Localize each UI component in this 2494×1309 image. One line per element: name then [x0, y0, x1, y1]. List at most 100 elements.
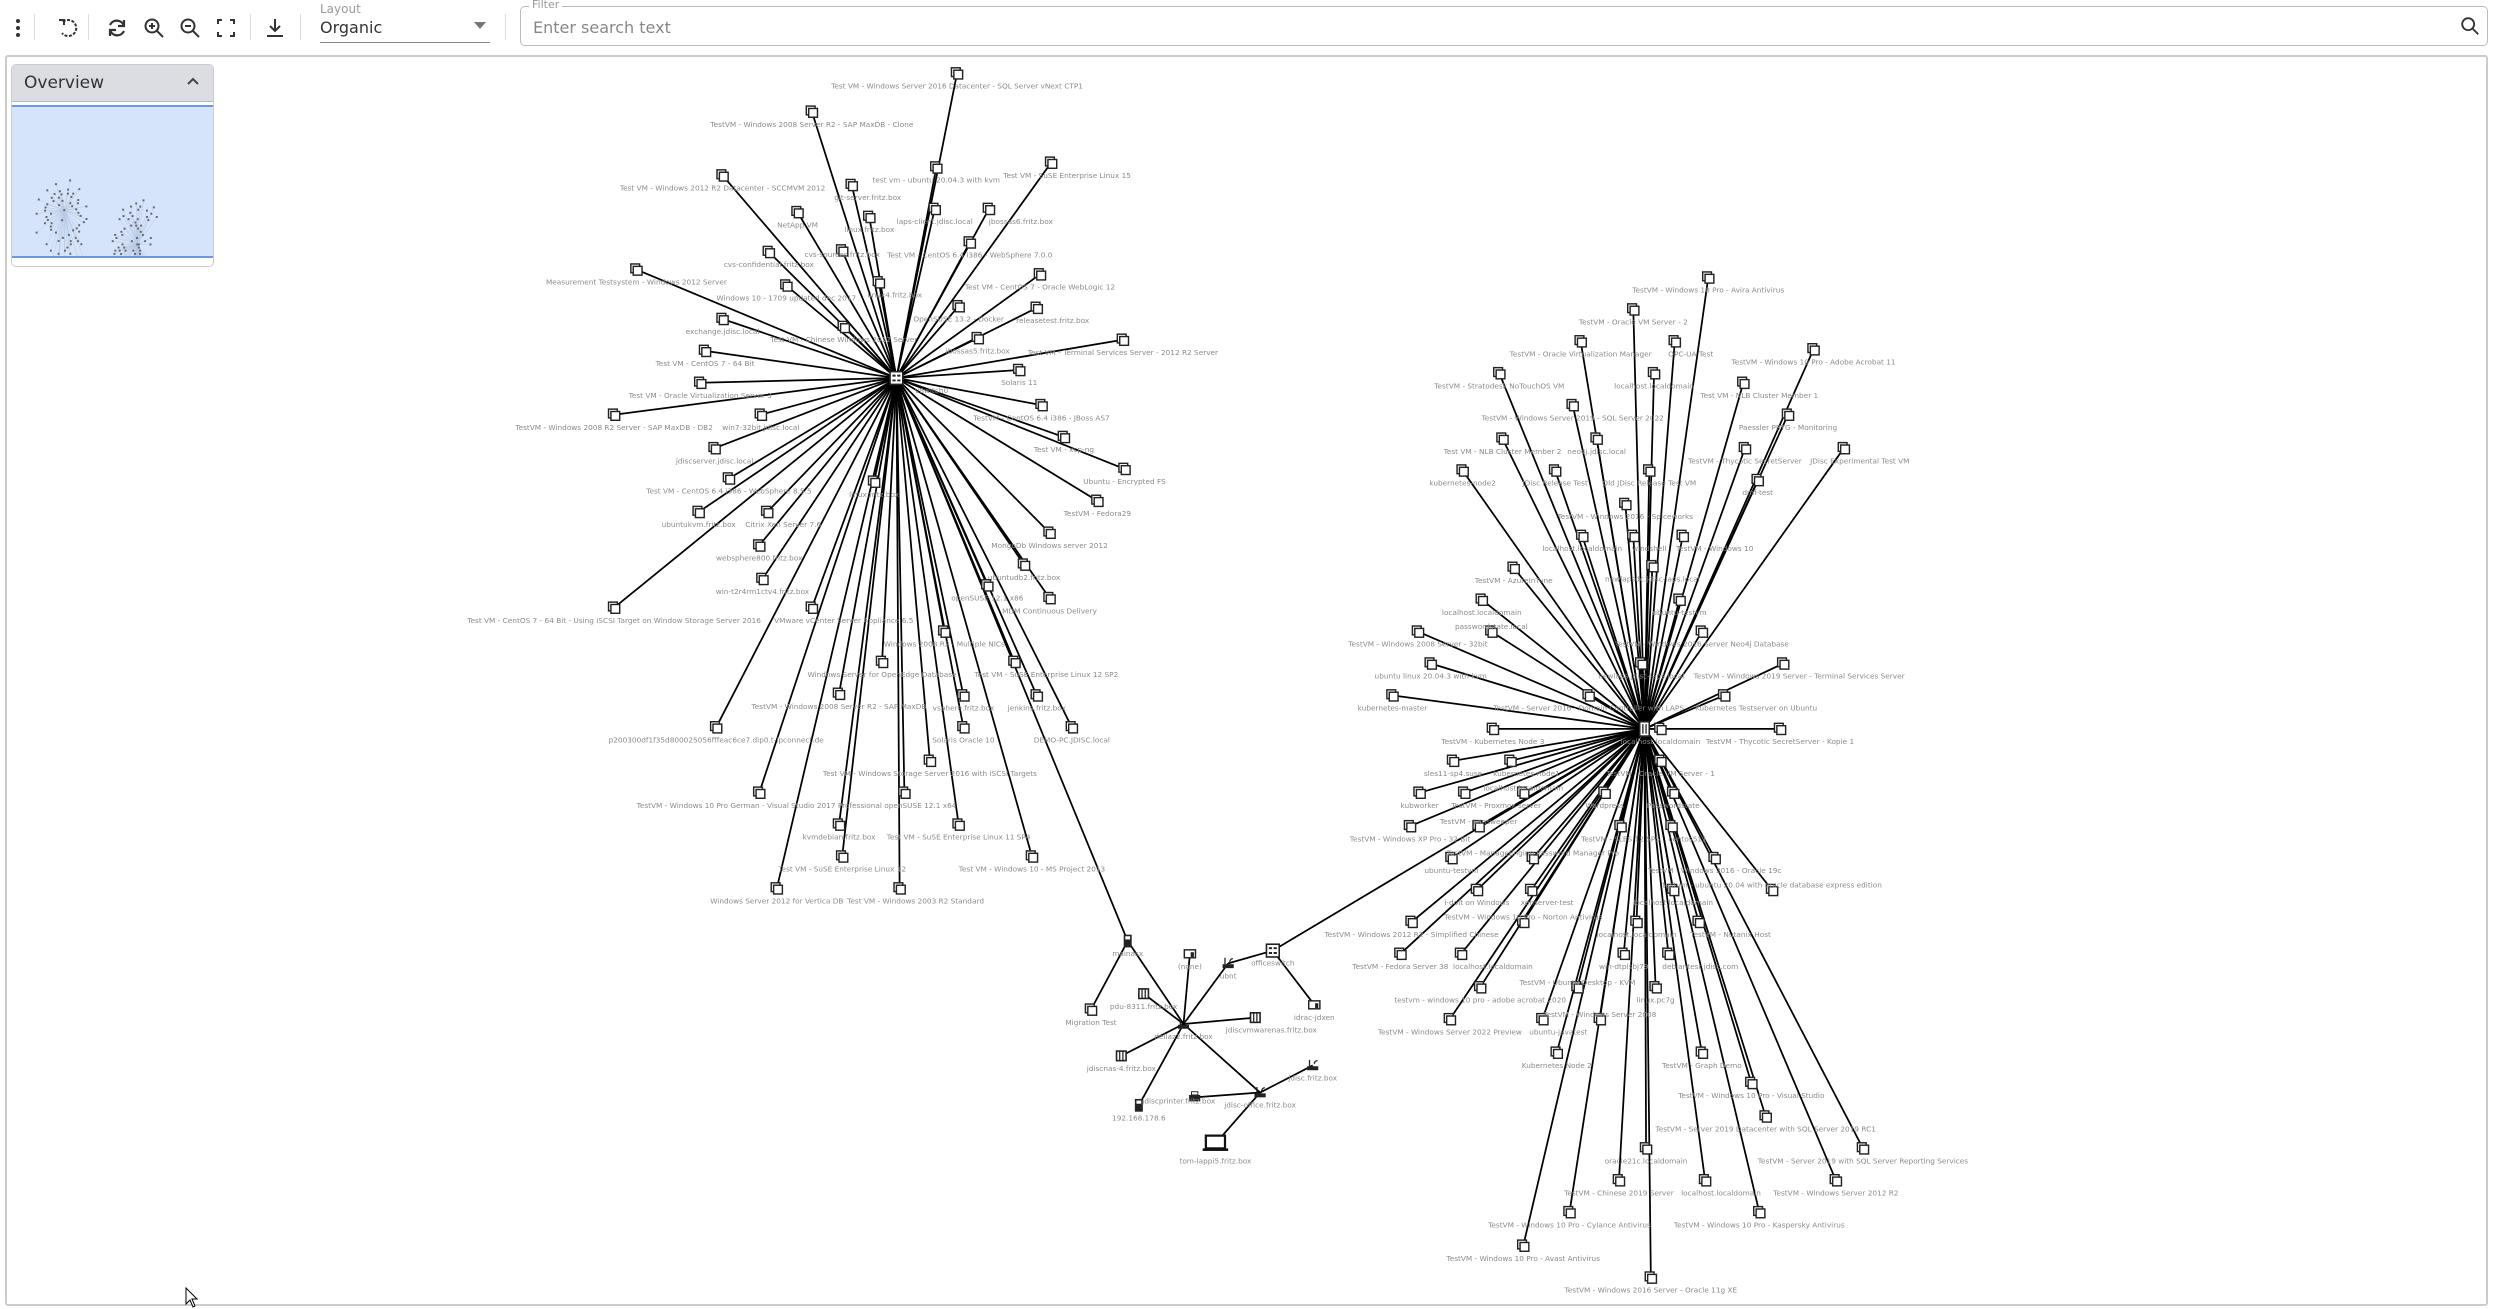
- vm-node[interactable]: passwordstate.local: [1455, 622, 1528, 638]
- vm-node[interactable]: localhost.localdomain: [1614, 366, 1694, 391]
- vm-node[interactable]: debiantest.jdisc.com: [1662, 947, 1738, 971]
- nas-node[interactable]: jdiscvmwarenas.fritz.box: [1225, 1012, 1318, 1035]
- zoom-in-button[interactable]: [138, 12, 170, 44]
- vm-node[interactable]: TestVM - Server 2016 - Domain Controller…: [1492, 689, 1684, 713]
- vm-node[interactable]: Test VM - NLB Cluster Member 2: [1443, 432, 1562, 456]
- vm-node[interactable]: win7-32bit.jdisc.local: [722, 408, 799, 432]
- vm-node[interactable]: TestVM - Windows Server 2019 - SQL Serve…: [1481, 398, 1664, 423]
- vm-node[interactable]: jenkins.fritz.box: [1007, 689, 1067, 713]
- vm-node[interactable]: cvs-confidential.fritz.box: [724, 245, 815, 269]
- vm-node[interactable]: localhost.localdomain: [1542, 529, 1622, 553]
- vm-node[interactable]: testvm - windows 10 pro - adobe acrobat …: [1394, 980, 1566, 1005]
- router-node[interactable]: jdisc-office.fritz.box: [1223, 1086, 1297, 1110]
- vm-node[interactable]: localhost.localdomain: [1442, 593, 1522, 617]
- vm-node[interactable]: TestVM - Windows 2016 Server Neo4j Datab…: [1614, 625, 1789, 649]
- switch-node[interactable]: officeswitch: [1251, 943, 1295, 968]
- vm-node[interactable]: TestVM - Windows 10 Pro - Cylance Antivi…: [1487, 1205, 1651, 1230]
- vm-node[interactable]: TestVM - Stratodesk NoTouchOS VM: [1433, 366, 1564, 391]
- vm-node[interactable]: Ubuntu - Encrypted FS: [1083, 462, 1166, 486]
- vm-node[interactable]: Wordpress: [1585, 786, 1624, 810]
- vm-node[interactable]: TestVM - Thycotic SecretServer - Kopie 1: [1705, 722, 1854, 746]
- host-hub-node[interactable]: [1638, 720, 1651, 737]
- vm-node[interactable]: openSUSE 12.1 x86: [951, 579, 1024, 603]
- vm-node[interactable]: Old JDisc Release Test VM: [1602, 464, 1696, 488]
- vm-node[interactable]: ubuntu-javatest: [1529, 1012, 1588, 1037]
- vm-node[interactable]: TestVM - Server 2019 Datacenter with SQL…: [1654, 1110, 1876, 1134]
- vm-node[interactable]: Test VM - SuSE Enterprise Linux 12: [777, 850, 906, 874]
- vm-node[interactable]: vsphere.fritz.box: [933, 689, 995, 713]
- vm-node[interactable]: Test VM - Terminal Services Server - 201…: [1027, 333, 1219, 357]
- vm-node[interactable]: JDisc Experimental Test VM: [1809, 441, 1909, 466]
- printer-node[interactable]: jdiscprinter.fritz.box: [1141, 1091, 1216, 1106]
- vm-node[interactable]: TestVM - Windows Server 2008: [1542, 1010, 1657, 1026]
- vm-node[interactable]: TestVM - Windows 2016 - Spiceworks: [1557, 497, 1694, 521]
- vm-node[interactable]: TestVM - Windows 2019 Server - Terminal …: [1693, 657, 1906, 681]
- vm-node[interactable]: localhost.localdomain: [1681, 1173, 1761, 1198]
- vm-node[interactable]: cvs-sources.fritz.box: [805, 244, 881, 259]
- router-node[interactable]: ubnt: [1220, 957, 1237, 981]
- vm-node[interactable]: win-dtplsbj79: [1599, 947, 1649, 971]
- vm-node[interactable]: websphere800.fritz.box: [716, 539, 803, 563]
- vm-node[interactable]: p200300df1f35d800025056fffeac6ce7.dip0.t…: [609, 721, 825, 745]
- vm-node[interactable]: newlapsdc.jdisc-laps.local: [1605, 559, 1700, 584]
- vm-node[interactable]: Test VM - SuSE Enterprise Linux 12 SP2: [973, 655, 1118, 679]
- vm-node[interactable]: laps-client.jdisc.local: [897, 202, 973, 226]
- vm-node[interactable]: OpenSUSE 13.2 - Docker: [913, 299, 1005, 324]
- vm-node[interactable]: kvmdebian.fritz.box: [803, 818, 877, 842]
- vm-node[interactable]: Migration Test: [1065, 1003, 1117, 1027]
- vm-node[interactable]: TestVM - Oracle Virtualization Manager: [1509, 335, 1653, 359]
- vm-node[interactable]: neo4j.jdisc.local: [1567, 432, 1626, 456]
- filter-search-input[interactable]: [531, 15, 2435, 39]
- vm-node[interactable]: centos511: [1665, 819, 1707, 844]
- search-icon[interactable]: [2459, 15, 2481, 37]
- vm-node[interactable]: newlaps.jdisc-laps.local: [1598, 657, 1684, 681]
- nas-node[interactable]: jdiscnas-4.fritz.box: [1086, 1050, 1157, 1073]
- vm-node[interactable]: NetApp VM: [777, 205, 818, 230]
- vm-node[interactable]: sles11-sp4.suse: [1424, 754, 1483, 778]
- vm-node[interactable]: Solaris Oracle 10: [932, 721, 995, 745]
- vm-node[interactable]: Kubernetes Node 2: [1522, 1046, 1592, 1070]
- storage-node[interactable]: idrac-jdxen: [1294, 1000, 1335, 1022]
- vm-node[interactable]: releasetest.fritz.box: [1016, 301, 1090, 325]
- vm-node[interactable]: Solaris 11: [1001, 363, 1037, 387]
- vm-node[interactable]: TestVM - Fedora Server 38: [1351, 947, 1449, 971]
- vm-node[interactable]: ubuntukvm.fritz.box: [662, 505, 737, 529]
- vm-node[interactable]: oracle21c.localdomain: [1605, 1142, 1688, 1166]
- vm-node[interactable]: Test VM - Windows 2012 R2 Datacenter - S…: [619, 169, 825, 193]
- vm-node[interactable]: ubuntu linux 20.04.3 with kvm: [1375, 657, 1487, 681]
- refresh-button[interactable]: [101, 12, 133, 44]
- vswitch-hub-node[interactable]: vSwitch0: [889, 370, 948, 396]
- vm-node[interactable]: win-t2r4rm1ctv4.fritz.box: [716, 572, 810, 596]
- vm-node[interactable]: localhost.localdomain: [1483, 783, 1563, 800]
- vm-node[interactable]: TestVM - Windows 10 Pro - Adobe Acrobat …: [1730, 343, 1896, 367]
- vm-node[interactable]: ubuntu-testvm: [1652, 593, 1707, 617]
- vm-node[interactable]: Test VM - Chinese Windows 2012 Server: [769, 320, 918, 344]
- vm-node[interactable]: Test VM - SuSE Enterprise Linux 11 SP4: [886, 818, 1031, 842]
- vm-node[interactable]: Test VM - CentOS 7 - Oracle WebLogic 12: [964, 268, 1115, 292]
- vm-node[interactable]: TestVM - Windows 2016 Server - Oracle 11…: [1564, 1271, 1738, 1295]
- vm-node[interactable]: openSUSE 12.1 x64: [884, 786, 957, 810]
- vm-node[interactable]: TestVM - Thycotic SecretServer: [1687, 441, 1803, 466]
- vm-node[interactable]: kubernetes-node2: [1429, 464, 1496, 488]
- vm-node[interactable]: MDM Continuous Delivery: [1002, 591, 1098, 616]
- vm-node[interactable]: jbossas5.fritz.box: [945, 331, 1011, 356]
- vm-node[interactable]: TestVM - AzureInTune: [1474, 561, 1553, 585]
- router-node[interactable]: jdisc.fritz.box: [1287, 1059, 1338, 1083]
- vm-node[interactable]: TestVM - CentOS 6.4 i386 - JBoss AS7: [972, 398, 1110, 423]
- layout-select[interactable]: Layout Organic: [320, 0, 490, 43]
- vm-node[interactable]: TestVM - Windows 2008 Server R2 - SAP Ma…: [709, 105, 914, 129]
- vm-node[interactable]: TestVM - Fedora29: [1063, 494, 1132, 518]
- vm-node[interactable]: TestVM - Windows 10 Pro - Kaspersky Anti…: [1673, 1205, 1845, 1230]
- vm-node[interactable]: TestVM - Graph Demo: [1661, 1046, 1742, 1070]
- laptop-node[interactable]: tom-lappi5.fritz.box: [1179, 1134, 1252, 1166]
- vm-node[interactable]: Test VM - Windows 2003 R2 Standard: [846, 882, 984, 906]
- vm-node[interactable]: ubuntu-testvm: [1424, 851, 1479, 876]
- vm-node[interactable]: TestVM - Chinese 2019 Server: [1563, 1173, 1675, 1198]
- vm-node[interactable]: TestVM - ManageEngine Password Manager P…: [1446, 849, 1620, 865]
- vm-node[interactable]: kubernetes-node1: [1493, 754, 1560, 778]
- vm-node[interactable]: JDisc Release Test: [1521, 464, 1588, 488]
- zoom-out-button[interactable]: [174, 12, 206, 44]
- vm-node[interactable]: localhost.localdomain: [1633, 883, 1713, 907]
- undo-layout-button[interactable]: [52, 12, 84, 44]
